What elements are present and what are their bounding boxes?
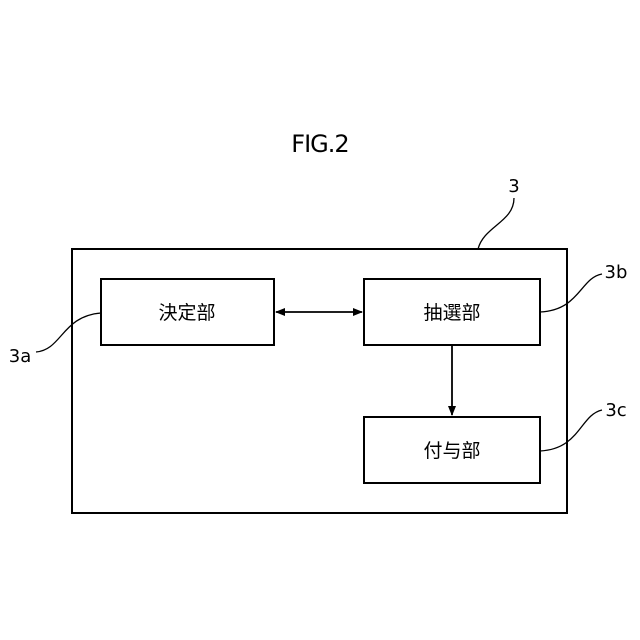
outer-unit-ref-label: 3 <box>508 176 519 197</box>
decision-block-label: 決定部 <box>158 302 215 324</box>
grant-block-label: 付与部 <box>423 440 480 462</box>
outer-unit-leader-line <box>478 198 514 249</box>
decision-ref-label: 3a <box>9 346 31 367</box>
lottery-block-label: 抽選部 <box>423 302 480 324</box>
grant-ref-label: 3c <box>605 400 626 421</box>
lottery-ref-label: 3b <box>605 262 628 283</box>
figure-title: FIG.2 <box>291 130 348 158</box>
